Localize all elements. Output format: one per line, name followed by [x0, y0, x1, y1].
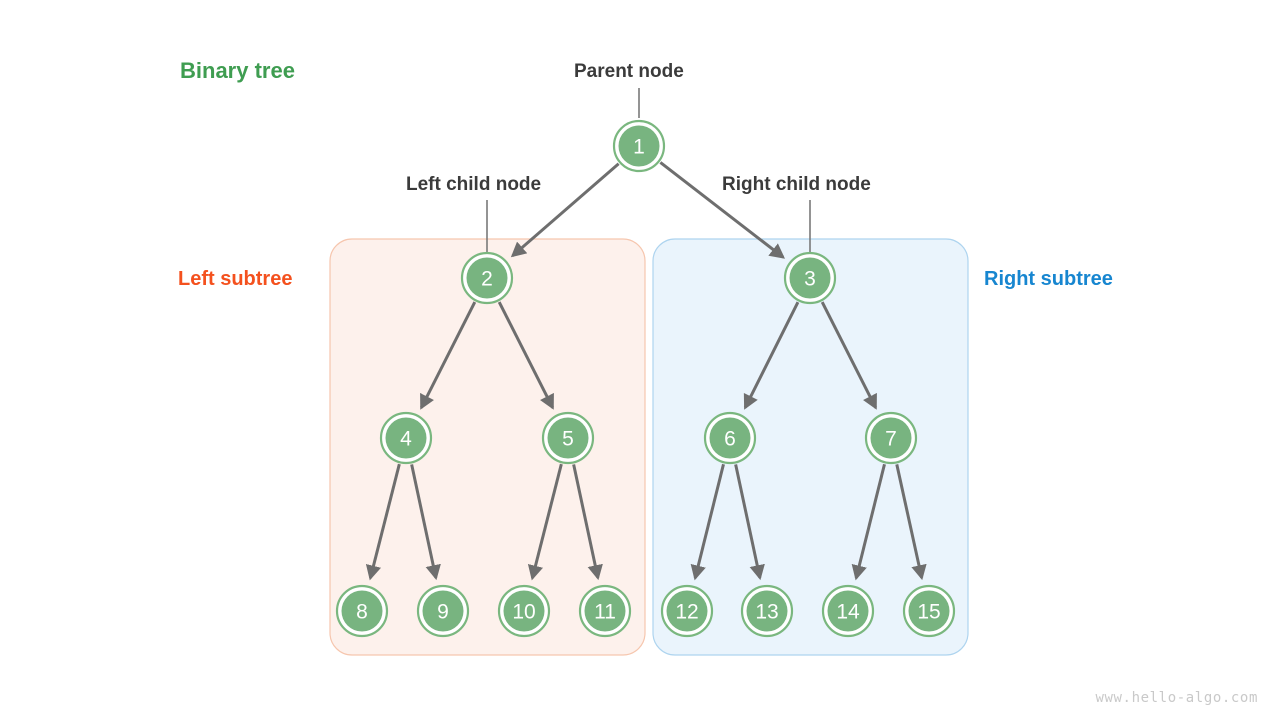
node-value: 8 — [356, 601, 368, 624]
tree-node: 1 — [612, 119, 666, 173]
tree-edge — [420, 301, 477, 410]
node-value: 14 — [836, 601, 860, 624]
tree-edge — [510, 162, 620, 258]
tree-node: 4 — [379, 411, 433, 465]
tree-node: 6 — [703, 411, 757, 465]
tree-edge — [527, 463, 563, 581]
annotation-pointers — [486, 88, 811, 252]
node-value: 13 — [755, 601, 778, 624]
node-value: 1 — [633, 136, 645, 159]
node-disc — [666, 590, 708, 632]
right-child-node-label: Right child node — [722, 174, 871, 195]
tree-node: 13 — [740, 584, 794, 638]
node-value: 11 — [594, 601, 616, 624]
tree-edge — [690, 463, 725, 581]
tree-edge — [365, 463, 401, 581]
node-disc — [422, 590, 464, 632]
node-value: 12 — [675, 601, 698, 624]
node-disc — [789, 257, 831, 299]
parent-node-label: Parent node — [574, 61, 684, 82]
page-title: Binary tree — [180, 58, 295, 83]
node-value: 4 — [400, 428, 412, 451]
node-value: 7 — [885, 428, 897, 451]
tree-node: 9 — [416, 584, 470, 638]
tree-node: 11 — [578, 584, 632, 638]
tree-edge — [497, 301, 554, 410]
node-disc — [466, 257, 508, 299]
node-disc — [584, 590, 626, 632]
tree-node: 2 — [460, 251, 514, 305]
tree-node: 7 — [864, 411, 918, 465]
right-subtree-label: Right subtree — [984, 268, 1113, 290]
node-disc — [618, 125, 660, 167]
tree-edge — [734, 464, 765, 581]
tree-edge — [410, 464, 441, 581]
node-disc — [385, 417, 427, 459]
node-disc — [746, 590, 788, 632]
node-value: 10 — [512, 601, 535, 624]
subtree-panels — [329, 238, 969, 656]
tree-edge — [851, 463, 886, 581]
tree-edge — [820, 301, 877, 410]
node-disc — [547, 417, 589, 459]
tree-node: 14 — [821, 584, 875, 638]
tree-node: 5 — [541, 411, 595, 465]
node-value: 9 — [437, 601, 449, 624]
tree-edge — [743, 301, 800, 410]
node-disc — [341, 590, 383, 632]
tree-edge — [659, 161, 785, 259]
watermark: www.hello-algo.com — [1095, 690, 1258, 706]
node-value: 5 — [562, 428, 574, 451]
tree-node: 15 — [902, 584, 956, 638]
tree-edges — [365, 161, 927, 581]
node-disc — [709, 417, 751, 459]
tree-node: 8 — [335, 584, 389, 638]
node-disc — [908, 590, 950, 632]
tree-node: 3 — [783, 251, 837, 305]
node-disc — [827, 590, 869, 632]
node-value: 3 — [804, 268, 816, 291]
tree-edge — [895, 464, 927, 581]
node-disc — [870, 417, 912, 459]
tree-node: 12 — [660, 584, 714, 638]
left-subtree-label: Left subtree — [178, 268, 293, 290]
node-value: 6 — [724, 428, 736, 451]
node-value: 2 — [481, 268, 493, 291]
tree-edge — [572, 464, 603, 581]
tree-node: 10 — [497, 584, 551, 638]
left-child-node-label: Left child node — [406, 174, 542, 195]
node-disc — [503, 590, 545, 632]
node-value: 15 — [917, 601, 940, 624]
